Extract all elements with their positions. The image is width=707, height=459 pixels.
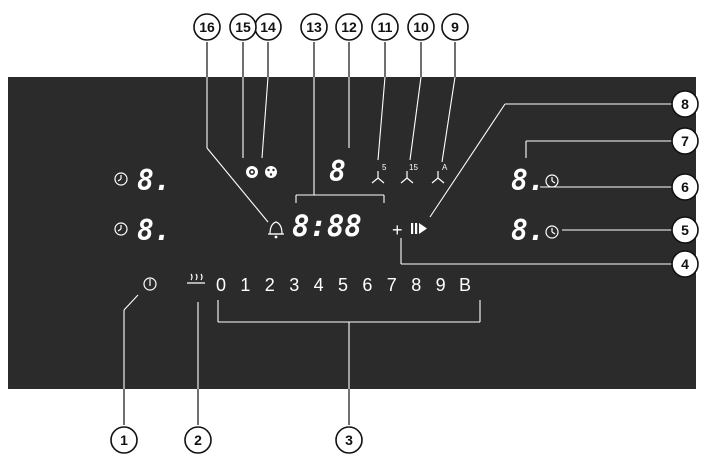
- callout-number: 15: [235, 19, 251, 35]
- leader-lines: [123, 42, 696, 425]
- callout-number: 7: [681, 133, 689, 149]
- clock-icon: [114, 172, 128, 186]
- zone-display-left-top: 8.: [114, 164, 171, 197]
- zone-digit: 8.: [511, 214, 545, 247]
- callout-circle: [335, 426, 363, 454]
- clock-icon: [545, 225, 559, 239]
- callout-5: 5: [671, 216, 699, 244]
- callout-4: 4: [671, 250, 699, 278]
- callout-number: 2: [194, 432, 202, 448]
- callout-number: 9: [451, 19, 459, 35]
- callout-circle: [229, 13, 257, 41]
- fan-icon[interactable]: A: [431, 163, 448, 184]
- fan-label: 5: [382, 163, 387, 172]
- callout-16: 16: [193, 13, 221, 41]
- callout-circle: [671, 90, 699, 118]
- callout-circle: [671, 216, 699, 244]
- callout-circle: [671, 250, 699, 278]
- callout-13: 13: [300, 13, 328, 41]
- level-label-8[interactable]: 8: [411, 275, 421, 295]
- level-label-2[interactable]: 2: [265, 275, 275, 295]
- callout-circle: [300, 13, 328, 41]
- clock-icon: [114, 222, 128, 236]
- zone-digit: 8.: [511, 164, 545, 197]
- callout-14: 14: [254, 13, 282, 41]
- fan-label: 15: [409, 163, 418, 172]
- level-label-1[interactable]: 1: [240, 275, 250, 295]
- zone-display-right-bottom: 8.: [511, 214, 559, 247]
- callout-number: 12: [341, 19, 357, 35]
- fan-label: A: [442, 163, 448, 172]
- keep-warm-icon[interactable]: [187, 273, 205, 284]
- callout-1: 1: [110, 426, 138, 454]
- hob-control-panel: [8, 77, 696, 389]
- zone-digit: 8.: [137, 214, 171, 247]
- callout-number: 5: [681, 222, 689, 238]
- callout-circle: [371, 13, 399, 41]
- callout-number: 16: [199, 19, 215, 35]
- callout-3: 3: [335, 426, 363, 454]
- callout-circle: [184, 426, 212, 454]
- callout-circle: [671, 127, 699, 155]
- callout-circle: [193, 13, 221, 41]
- callout-circle: [407, 13, 435, 41]
- level-label-9[interactable]: 9: [436, 275, 446, 295]
- fan-icon[interactable]: 15: [400, 163, 418, 184]
- callout-number: 13: [306, 19, 322, 35]
- callout-15: 15: [229, 13, 257, 41]
- callout-number: 6: [681, 179, 689, 195]
- fan-level-digit: 8: [329, 155, 346, 188]
- callout-6: 6: [671, 173, 699, 201]
- hob-zone-icon[interactable]: [265, 166, 277, 178]
- level-label-0[interactable]: 0: [216, 275, 226, 295]
- fan-icon[interactable]: 5: [371, 163, 387, 184]
- callout-number: 4: [681, 256, 689, 272]
- callout-circle: [441, 13, 469, 41]
- callout-11: 11: [371, 13, 399, 41]
- level-label-B[interactable]: B: [459, 275, 471, 295]
- callout-10: 10: [407, 13, 435, 41]
- callout-circle: [671, 173, 699, 201]
- bell-icon[interactable]: [268, 221, 284, 239]
- hob-zone-icon[interactable]: [246, 166, 258, 178]
- level-label-3[interactable]: 3: [289, 275, 299, 295]
- callout-number: 11: [378, 19, 393, 35]
- power-icon[interactable]: [143, 277, 157, 291]
- callout-8: 8: [671, 90, 699, 118]
- clock-icon: [545, 174, 559, 188]
- level-label-6[interactable]: 6: [362, 275, 372, 295]
- callout-7: 7: [671, 127, 699, 155]
- callout-circle: [335, 13, 363, 41]
- callout-number: 8: [681, 96, 689, 112]
- zone-display-left-bottom: 8.: [114, 214, 171, 247]
- callout-circle: [110, 426, 138, 454]
- level-label-5[interactable]: 5: [338, 275, 348, 295]
- callout-number: 14: [260, 19, 276, 35]
- callout-2: 2: [184, 426, 212, 454]
- timer-display: 8:88: [292, 209, 362, 243]
- callout-number: 3: [345, 432, 353, 448]
- zone-digit: 8.: [137, 164, 171, 197]
- callout-12: 12: [335, 13, 363, 41]
- level-label-7[interactable]: 7: [387, 275, 397, 295]
- pause-play-icon[interactable]: [411, 223, 427, 234]
- callout-number: 10: [413, 19, 429, 35]
- plus-button[interactable]: +: [392, 220, 403, 240]
- level-label-4[interactable]: 4: [314, 275, 324, 295]
- callout-9: 9: [441, 13, 469, 41]
- zone-display-right-top: 8.: [511, 164, 559, 197]
- callout-number: 1: [120, 432, 128, 448]
